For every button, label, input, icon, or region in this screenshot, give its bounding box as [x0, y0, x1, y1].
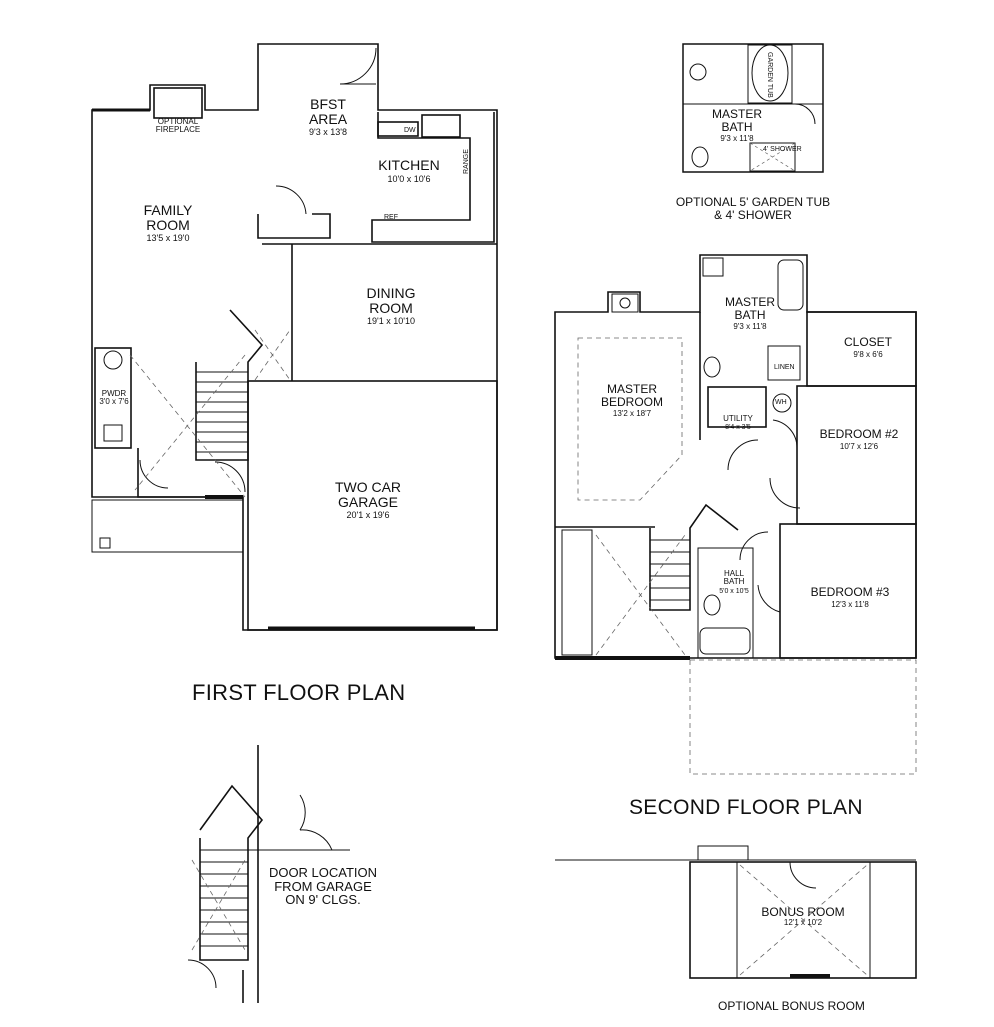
bedroom-3-label: BEDROOM #3 12'3 x 11'8	[797, 586, 903, 609]
range-label: RANGE	[463, 149, 470, 174]
door-location-note: DOOR LOCATION FROM GARAGE ON 9' CLGS.	[258, 866, 388, 907]
hall-bath-name-line2: BATH	[723, 577, 745, 587]
utility-dimension: 8'4 x 3'5	[725, 424, 751, 432]
optional-bath-name-line1: MASTER	[711, 107, 762, 121]
bfst-area-label: BFST AREA 9'3 x 13'8	[288, 97, 368, 138]
hall-bath-label: HALL BATH 5'0 x 10'5	[716, 569, 752, 595]
family-room-label: FAMILY ROOM 13'5 x 19'0	[128, 203, 208, 244]
bedroom-2-label: BEDROOM #2 10'7 x 12'6	[806, 428, 912, 451]
master-bath-name-line2: BATH	[734, 307, 766, 322]
bed2-dimension: 10'7 x 12'6	[839, 441, 879, 451]
powder-dimension: 3'0 x 7'6	[99, 397, 129, 407]
garden-tub-caption-line2: & 4' SHOWER	[714, 207, 792, 222]
utility-label: UTILITY 8'4 x 3'5	[716, 414, 760, 432]
second-floor-title: SECOND FLOOR PLAN	[629, 796, 863, 819]
master-bath-label: MASTER BATH 9'3 x 11'8	[718, 296, 782, 332]
closet-name: CLOSET	[843, 335, 892, 349]
family-name-line2: ROOM	[146, 216, 190, 233]
bonus-room-name: BONUS ROOM	[761, 905, 845, 919]
master-bed-name-line1: MASTER	[606, 382, 657, 396]
master-bath-dimension: 9'3 x 11'8	[733, 322, 767, 332]
kitchen-label: KITCHEN 10'0 x 10'6	[366, 158, 452, 184]
garden-tub-caption-line1: OPTIONAL 5' GARDEN TUB	[675, 195, 831, 209]
door-note-line2: FROM GARAGE	[274, 878, 372, 894]
garden-tub-label: GARDEN TUB	[766, 52, 773, 98]
bed3-name: BEDROOM #3	[810, 585, 890, 599]
optional-bath-dimension: 9'3 x 11'8	[720, 134, 754, 144]
dining-name-line1: DINING	[366, 285, 416, 301]
family-name-line1: FAMILY	[143, 202, 193, 218]
bonus-room-dimension: 12'1 x 10'2	[783, 917, 823, 927]
bfst-dimension: 9'3 x 13'8	[309, 127, 347, 138]
first-floor-stair	[195, 309, 264, 461]
optional-bath-outline	[682, 43, 824, 173]
kitchen-dimension: 10'0 x 10'6	[387, 173, 431, 184]
bfst-name-line1: BFST	[310, 96, 346, 112]
garage-label: TWO CAR GARAGE 20'1 x 19'6	[318, 480, 418, 521]
fireplace-line2: FIREPLACE	[155, 125, 201, 135]
garage-walls	[247, 380, 498, 631]
dining-room-label: DINING ROOM 19'1 x 10'10	[350, 286, 432, 327]
optional-shower-label: 4' SHOWER	[763, 146, 802, 153]
door-note-line3: ON 9' CLGS.	[285, 892, 361, 908]
master-bath-name-line1: MASTER	[724, 295, 775, 309]
bed2-name: BEDROOM #2	[819, 427, 899, 441]
fireplace-line1: OPTIONAL	[157, 117, 199, 126]
garage-name-line1: TWO CAR	[334, 479, 402, 495]
bonus-room-label: BONUS ROOM 12'1 x 10'2	[748, 906, 858, 927]
garage-dimension: 20'1 x 19'6	[346, 510, 390, 521]
kitchen-name: KITCHEN	[378, 157, 440, 173]
family-dimension: 13'5 x 19'0	[146, 233, 190, 244]
refrigerator-label: REF	[384, 214, 398, 221]
hall-bath-dimension: 5'0 x 10'5	[719, 587, 749, 595]
optional-bath-name-line2: BATH	[721, 119, 753, 134]
kitchen-counter	[371, 112, 495, 243]
dining-dimension: 19'1 x 10'10	[367, 316, 415, 327]
garden-tub-caption: OPTIONAL 5' GARDEN TUB & 4' SHOWER	[660, 196, 846, 221]
powder-name: PWDR	[101, 389, 127, 398]
door-note-line1: DOOR LOCATION	[268, 865, 378, 880]
bfst-name-line2: AREA	[308, 110, 348, 127]
water-heater-label: WH	[775, 399, 787, 406]
closet-dimension: 9'8 x 6'6	[853, 349, 883, 359]
bonus-room-title: OPTIONAL BONUS ROOM	[718, 999, 865, 1013]
hall-bath-name-line1: HALL	[723, 569, 744, 578]
garage-name-line2: GARAGE	[338, 493, 398, 510]
fireplace-label: OPTIONAL FIREPLACE	[148, 117, 208, 135]
dining-name-line2: ROOM	[369, 299, 413, 316]
master-bedroom-label: MASTER BEDROOM 13'2 x 18'7	[590, 383, 674, 419]
closet-label: CLOSET 9'8 x 6'6	[830, 336, 906, 359]
utility-name: UTILITY	[723, 414, 753, 423]
optional-master-bath-label: MASTER BATH 9'3 x 11'8	[705, 108, 769, 144]
master-bed-dimension: 13'2 x 18'7	[612, 409, 652, 419]
bed3-dimension: 12'3 x 11'8	[831, 599, 869, 609]
powder-room-label: PWDR 3'0 x 7'6	[96, 389, 132, 407]
first-floor-title: FIRST FLOOR PLAN	[192, 680, 406, 705]
master-bed-name-line2: BEDROOM	[600, 394, 663, 409]
dishwasher-label: DW	[404, 127, 416, 134]
linen-label: LINEN	[774, 364, 795, 371]
